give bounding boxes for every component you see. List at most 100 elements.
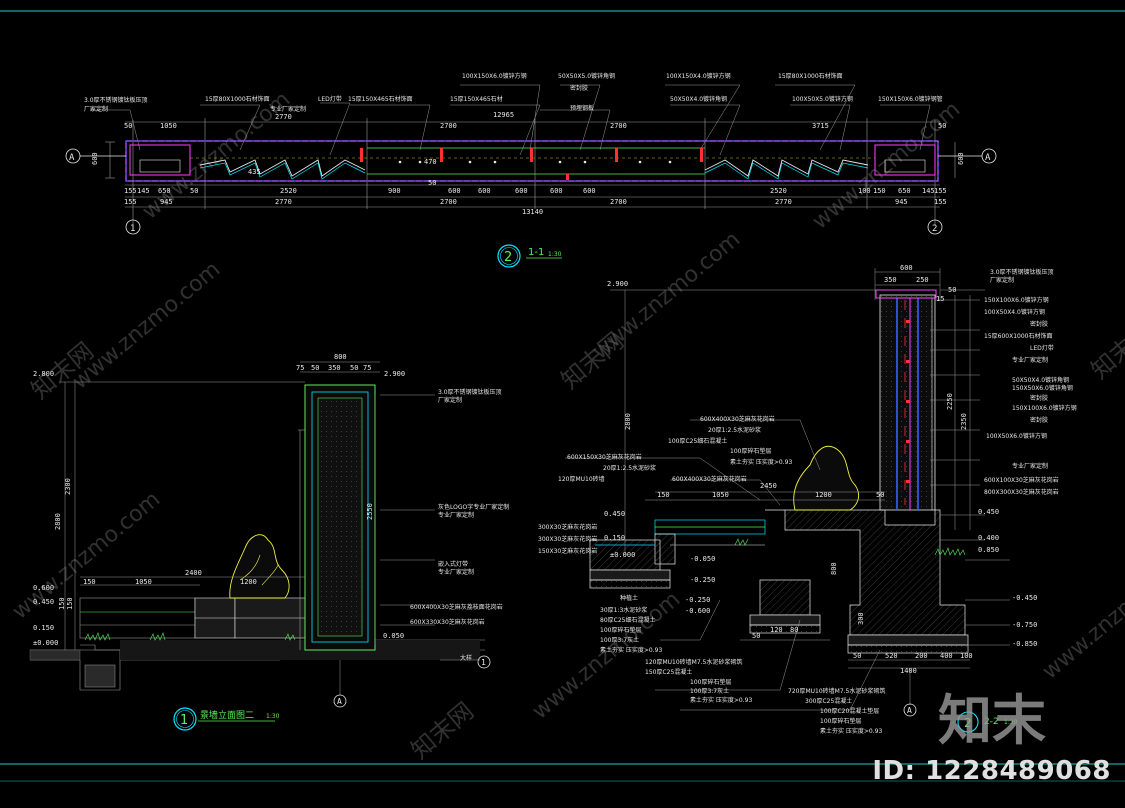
axis-label: 2 bbox=[932, 224, 937, 234]
elev-label: ±0.000 bbox=[33, 639, 58, 647]
section-note: 素土夯实 压实度>0.93 bbox=[820, 727, 882, 735]
section-note: 150X100X6.0镀锌方钢 bbox=[984, 296, 1049, 304]
section-note: 100厚C25细石混凝土 bbox=[668, 437, 727, 445]
section-note: 100厚碎石垫层 bbox=[600, 626, 641, 634]
plan-callout: 密封胶 bbox=[570, 84, 588, 92]
dim-label: 50 bbox=[311, 364, 319, 372]
elevation-note: 厂家定制 bbox=[438, 396, 462, 404]
elevation-note: 灰色LOGO字专业厂家定制 bbox=[438, 503, 509, 511]
section-note: 密封胶 bbox=[1030, 320, 1048, 328]
dim-label: 145 bbox=[137, 187, 150, 195]
decorative-rock-icon bbox=[793, 445, 860, 511]
grass-icon bbox=[734, 538, 966, 556]
watermark-text: www.znzmo.com bbox=[68, 257, 225, 395]
dim-label: 50 bbox=[190, 187, 198, 195]
dim-label: 2350 bbox=[960, 413, 968, 430]
dim-label: 650 bbox=[898, 187, 911, 195]
dim-label: 435 bbox=[248, 168, 261, 176]
plan-callout: 15厚80X1000石材饰面 bbox=[778, 72, 843, 80]
grid-bubble-a bbox=[333, 694, 347, 708]
section-right-elevs: 0.450 0.400 0.050 -0.450 -0.750 -0.850 bbox=[978, 508, 1037, 648]
plan-callouts: 3.0厚不锈钢镀钛板压顶 厂家定制 15厚80X1000石材饰面 LED灯带 专… bbox=[84, 72, 943, 119]
plan-title: 2 1-1 1:30 bbox=[497, 244, 562, 268]
dim-label: 150 bbox=[83, 578, 96, 586]
section-bottom-notes: 种植土 30厚1:3水泥砂浆 80厚C25细石混凝土 100厚碎石垫层 100厚… bbox=[600, 594, 885, 735]
section-note: LED灯带 bbox=[1030, 344, 1054, 352]
elevation-view: 800 75 50 350 50 75 2.900 2.800 2300 280… bbox=[29, 353, 509, 731]
dim-label: 2520 bbox=[280, 187, 297, 195]
dim-label: 75 bbox=[363, 364, 371, 372]
dim-label: 2800 bbox=[624, 413, 632, 430]
axis-label: 1 bbox=[130, 224, 135, 234]
elev-label: 0.050 bbox=[383, 632, 404, 640]
dim-label: 600 bbox=[957, 152, 965, 165]
drawing-frame bbox=[0, 10, 1125, 782]
elevation-note: 3.0厚不锈钢镀钛板压顶 bbox=[438, 388, 502, 396]
elev-label: -0.850 bbox=[1012, 640, 1037, 648]
section-wall bbox=[875, 289, 937, 511]
plan-callout: 15厚150X465石材 bbox=[450, 95, 503, 103]
section-note: 150X30芝麻灰花岗岩 bbox=[538, 547, 597, 555]
elevation-title-text: 景墙立面图二 bbox=[200, 709, 254, 721]
dim-label: 145 bbox=[922, 187, 935, 195]
section-title: 2 2-2 1:30 bbox=[957, 711, 1018, 733]
plan-callout: 预埋钢板 bbox=[570, 104, 594, 112]
section-note: 20厚1:2.5水泥砂浆 bbox=[603, 464, 656, 472]
elev-label: -0.250 bbox=[690, 576, 715, 584]
elevation-title-scale: 1:30 bbox=[266, 713, 280, 720]
dim-label: 945 bbox=[160, 198, 173, 206]
plan-callout: 100X50X5.0镀锌方钢 bbox=[792, 95, 853, 103]
dim-label: 600 bbox=[478, 187, 491, 195]
plan-callout: 50X50X5.0镀锌角钢 bbox=[558, 72, 615, 80]
dim-label: 900 bbox=[388, 187, 401, 195]
dim-label: 350 bbox=[328, 364, 341, 372]
elev-label: 0.050 bbox=[978, 546, 999, 554]
dim-label: 150 bbox=[58, 597, 66, 610]
dim-label: 2250 bbox=[946, 393, 954, 410]
elevation-note: 嵌入式灯带 bbox=[438, 560, 468, 568]
dim-label: 155 bbox=[124, 198, 137, 206]
dim-label: 50 bbox=[876, 491, 884, 499]
elevation-title-number: 1 bbox=[180, 713, 188, 728]
elevation-title: 1 景墙立面图二 1:30 bbox=[173, 707, 280, 731]
dim-label: 2700 bbox=[610, 198, 627, 206]
axis-bubble bbox=[477, 655, 491, 669]
section-note: 密封胶 bbox=[1030, 416, 1048, 424]
dim-label: 800 bbox=[830, 562, 838, 575]
section-note: 600X150X30芝麻灰花岗岩 bbox=[567, 453, 642, 461]
dim-label: 800 bbox=[334, 353, 347, 361]
dim-label: 945 bbox=[895, 198, 908, 206]
plan-title-scale: 1:30 bbox=[548, 251, 562, 258]
section-note: 3.0厚不锈钢镀钛板压顶 bbox=[990, 268, 1054, 276]
section-note: 素土夯实 压实度>0.93 bbox=[690, 696, 752, 704]
elevation-planter bbox=[79, 597, 306, 639]
plan-wall-outline bbox=[125, 140, 939, 182]
elev-label: -0.250 bbox=[685, 596, 710, 604]
section-note: 专业厂家定制 bbox=[1012, 356, 1048, 364]
dim-label: 600 bbox=[448, 187, 461, 195]
dim-total: 13140 bbox=[522, 208, 543, 216]
elev-label: -0.750 bbox=[1012, 621, 1037, 629]
section-note: 100X50X4.0镀锌方钢 bbox=[984, 308, 1045, 316]
elev-label: 0.400 bbox=[978, 534, 999, 542]
plan-callout: 厂家定制 bbox=[84, 105, 108, 113]
elevation-note: 600X400X30芝麻灰荔枝面花岗岩 bbox=[410, 603, 503, 611]
section-title-number: 2 bbox=[964, 716, 972, 730]
section-2-2: 600 350 250 2.900 15 50 2250 2350 2800 8… bbox=[538, 264, 1077, 735]
dim-label: 1200 bbox=[240, 578, 257, 586]
section-note: 300X30芝麻灰花岗岩 bbox=[538, 535, 597, 543]
dim-label: 2300 bbox=[64, 478, 72, 495]
image-id-label: ID: 1228489068 bbox=[872, 756, 1111, 786]
dim-label: 2700 bbox=[440, 198, 457, 206]
dim-label: 50 bbox=[853, 652, 861, 660]
dim-label: 15 bbox=[936, 295, 944, 303]
dim-label: 100 bbox=[858, 187, 871, 195]
dim-label: 1050 bbox=[135, 578, 152, 586]
elev-label: 0.450 bbox=[33, 598, 54, 606]
dim-label: 155 bbox=[124, 187, 137, 195]
watermark-text: www.znzmo.com bbox=[808, 97, 965, 235]
dim-label: 600 bbox=[550, 187, 563, 195]
elev-label: -0.050 bbox=[690, 555, 715, 563]
dim-label: 1050 bbox=[712, 491, 729, 499]
dim-label: 1200 bbox=[815, 491, 832, 499]
